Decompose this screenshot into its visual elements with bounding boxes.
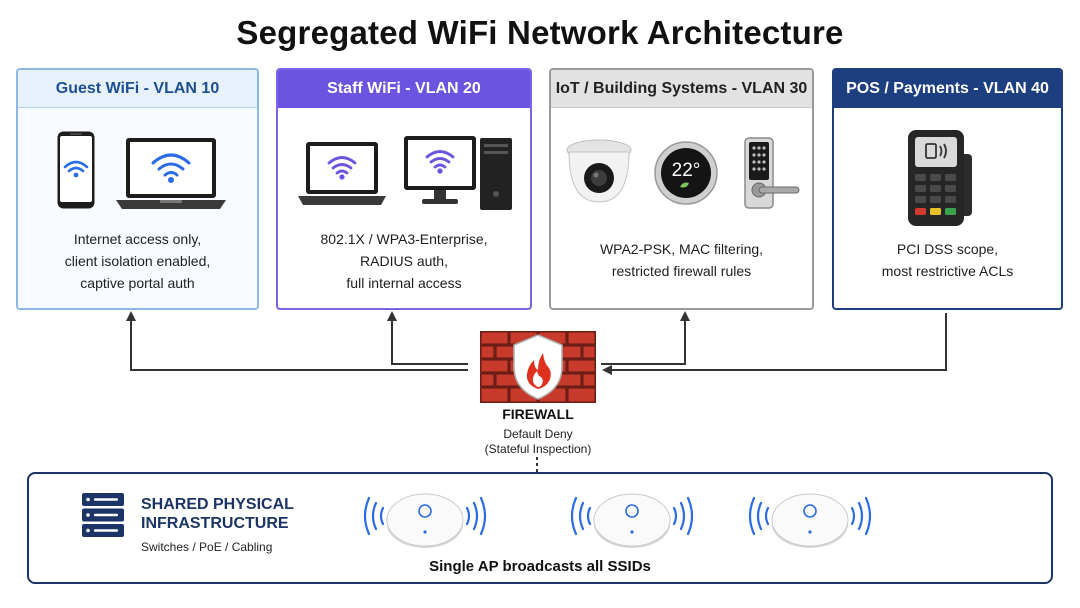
pos-desc-line-2: most restrictive ACLs xyxy=(881,263,1014,279)
laptop-icon xyxy=(296,140,388,208)
access-point-icon xyxy=(564,484,700,552)
staff-wifi-card: Staff WiFi - VLAN 20 xyxy=(276,68,532,310)
payment-terminal-icon xyxy=(906,128,978,228)
server-rack-icon xyxy=(81,492,125,538)
security-camera-icon xyxy=(565,136,633,206)
staff-desc-line-3: full internal access xyxy=(346,275,462,291)
laptop-icon xyxy=(114,136,228,212)
iot-desc-line-1: WPA2-PSK, MAC filtering, xyxy=(599,241,764,257)
wifi-icon xyxy=(327,156,357,175)
shared-infrastructure-panel: SHARED PHYSICAL INFRASTRUCTURE Switches … xyxy=(27,472,1053,584)
desktop-computer-icon xyxy=(402,134,514,212)
infrastructure-subtitle: Switches / PoE / Cabling xyxy=(141,540,273,554)
staff-desc-line-2: RADIUS auth, xyxy=(360,253,448,269)
staff-wifi-header: Staff WiFi - VLAN 20 xyxy=(278,70,530,108)
guest-desc-line-1: Internet access only, xyxy=(73,231,202,247)
infrastructure-title: SHARED PHYSICAL INFRASTRUCTURE xyxy=(141,495,294,533)
connector-staff xyxy=(387,311,468,365)
infrastructure-title-line-1: SHARED PHYSICAL xyxy=(141,496,294,513)
firewall-subtitle-2: (Stateful Inspection) xyxy=(484,442,592,456)
guest-wifi-header: Guest WiFi - VLAN 10 xyxy=(18,70,257,108)
smartphone-icon xyxy=(56,130,96,210)
staff-desc-line-1: 802.1X / WPA3-Enterprise, xyxy=(320,231,488,247)
wifi-icon xyxy=(151,153,191,177)
wifi-icon xyxy=(425,150,455,169)
guest-desc-line-2: client isolation enabled, xyxy=(64,253,211,269)
thermostat-reading: 22° xyxy=(671,160,701,181)
wifi-icon xyxy=(63,160,89,173)
iot-desc-line-2: restricted firewall rules xyxy=(611,263,752,279)
thermostat-icon: 22° xyxy=(653,140,719,206)
access-point-icon xyxy=(357,484,493,552)
connector-pos xyxy=(602,313,947,375)
pos-desc-line-1: PCI DSS scope, xyxy=(896,241,999,257)
infrastructure-title-line-2: INFRASTRUCTURE xyxy=(141,515,289,532)
smart-lock-icon xyxy=(743,136,801,210)
pos-card: POS / Payments - VLAN 40 xyxy=(832,68,1063,310)
access-point-icon xyxy=(742,484,878,552)
connector-guest xyxy=(126,311,468,371)
firewall-icon xyxy=(480,331,596,403)
iot-card: IoT / Building Systems - VLAN 30 22° xyxy=(549,68,814,310)
firewall-title: FIREWALL xyxy=(502,406,574,422)
pos-header: POS / Payments - VLAN 40 xyxy=(834,70,1061,108)
diagram-title: Segregated WiFi Network Architecture xyxy=(236,14,844,51)
iot-header: IoT / Building Systems - VLAN 30 xyxy=(551,70,812,108)
guest-wifi-card: Guest WiFi - VLAN 10 xyxy=(16,68,259,310)
guest-desc-line-3: captive portal auth xyxy=(80,275,195,291)
infrastructure-caption: Single AP broadcasts all SSIDs xyxy=(429,558,651,575)
connector-iot xyxy=(601,311,690,365)
firewall-subtitle-1: Default Deny xyxy=(503,427,573,441)
